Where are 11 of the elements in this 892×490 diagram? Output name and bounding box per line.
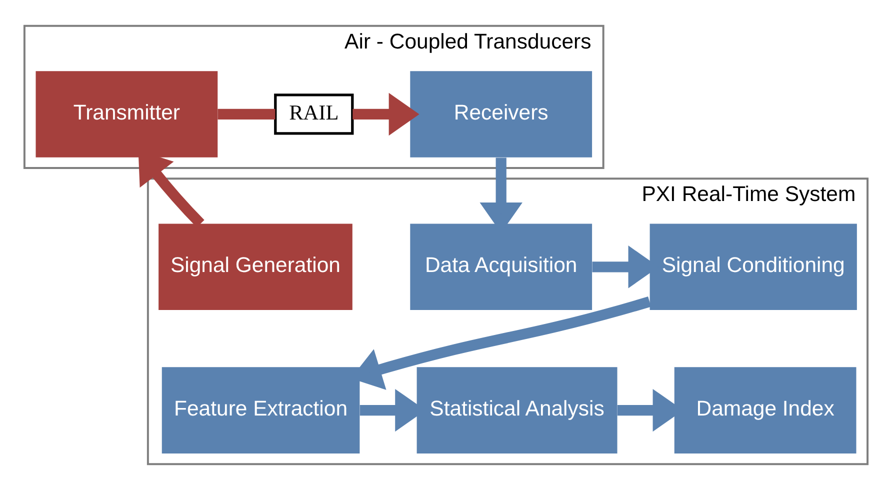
node-box: Feature Extraction [162,367,360,454]
node-box: Data Acquisition [410,224,592,310]
node-box: Signal Conditioning [650,224,857,310]
arrow [352,92,420,136]
node-box: Statistical Analysis [416,367,618,454]
node-box: Transmitter [36,71,218,158]
node-box: Signal Generation [158,224,352,310]
connector [218,108,276,120]
node-box: RAIL [274,94,354,135]
node-box: Damage Index [674,367,856,454]
node-box: Receivers [410,71,592,158]
